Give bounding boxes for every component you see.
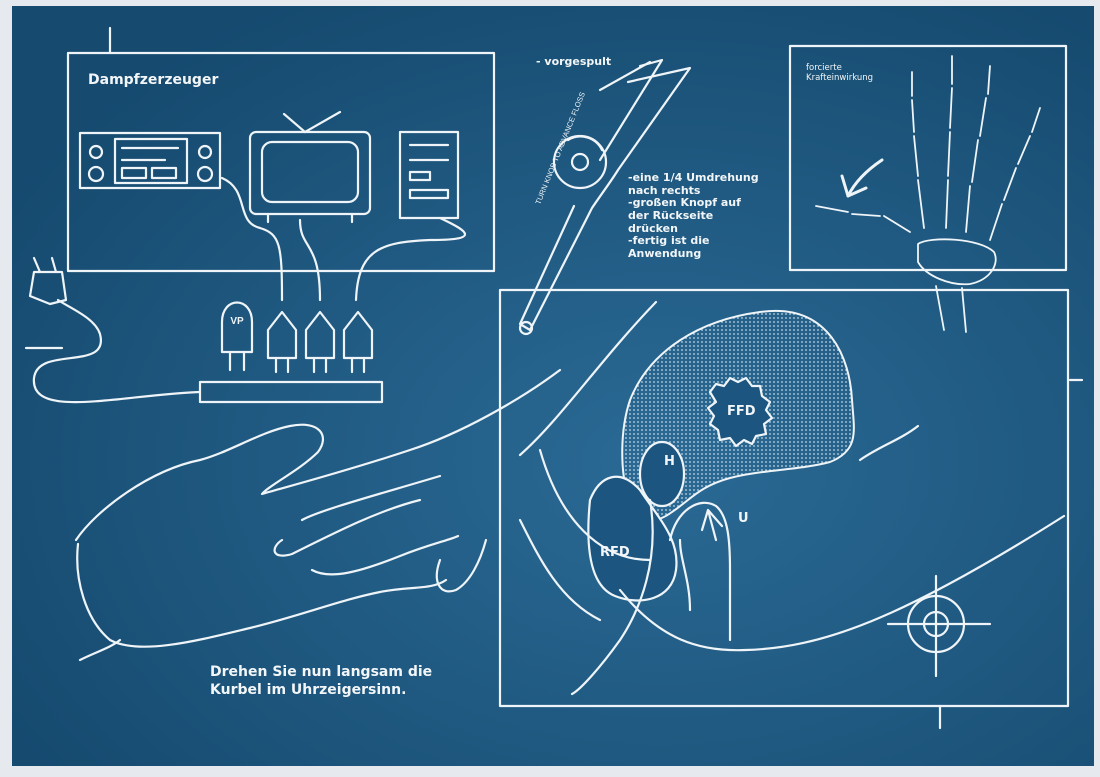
force-label-line1: forcierte: [806, 63, 842, 73]
floss-steps: -eine 1/4 Umdrehung nach rechts -großen …: [628, 171, 759, 260]
label-u: U: [738, 511, 749, 526]
pc-tower-icon: [398, 130, 460, 220]
fold-line: [518, 448, 652, 622]
power-cord: [32, 298, 202, 404]
fat-pad-rfd: [587, 475, 678, 602]
floss-step-line: -fertig ist die: [628, 234, 710, 248]
crosshair-icon: [886, 574, 992, 678]
vp-plug-badge: VP: [230, 316, 244, 327]
plug-icon: [266, 310, 374, 374]
skeleton-frame: [788, 44, 1068, 272]
tv-icon: [248, 110, 372, 224]
floss-step-line: der Rückseite: [628, 208, 714, 222]
anatomy-frame: [498, 288, 1070, 708]
floss-step-line: nach rechts: [628, 183, 701, 197]
wall-plug-icon: [28, 256, 68, 306]
caption-line1: Drehen Sie nun langsam die: [210, 664, 433, 680]
floss-tool-icon: [518, 58, 692, 336]
tendon-u: [668, 501, 732, 642]
stereo-icon: [78, 131, 222, 190]
hand-skeleton-icon: [815, 55, 1041, 333]
floss-step-line: -eine 1/4 Umdrehung: [628, 171, 759, 184]
cables: [220, 176, 467, 302]
skin-outline: [518, 300, 1066, 696]
floss-step-line: drücken: [628, 221, 678, 235]
h-region: [638, 440, 686, 508]
label-ffd: FFD: [727, 404, 756, 419]
label-h: H: [664, 454, 675, 469]
floss-preloaded-label: - vorgespult: [536, 55, 612, 68]
hand-outline: [74, 368, 562, 662]
force-arrow-icon: [840, 158, 884, 198]
vp-plug-icon: [220, 301, 254, 372]
steam-generator-title: Dampfzerzeuger: [88, 72, 219, 88]
label-rfd: RFD: [600, 545, 630, 560]
floss-step-line: Anwendung: [628, 246, 702, 260]
tendon-arrow-icon: [700, 508, 724, 542]
force-label-line2: Krafteinwirkung: [806, 73, 874, 83]
caption-line2: Kurbel im Uhrzeigersinn.: [210, 682, 407, 698]
floss-step-line: -großen Knopf auf: [628, 196, 741, 210]
fat-pad-ffd: [706, 376, 774, 448]
